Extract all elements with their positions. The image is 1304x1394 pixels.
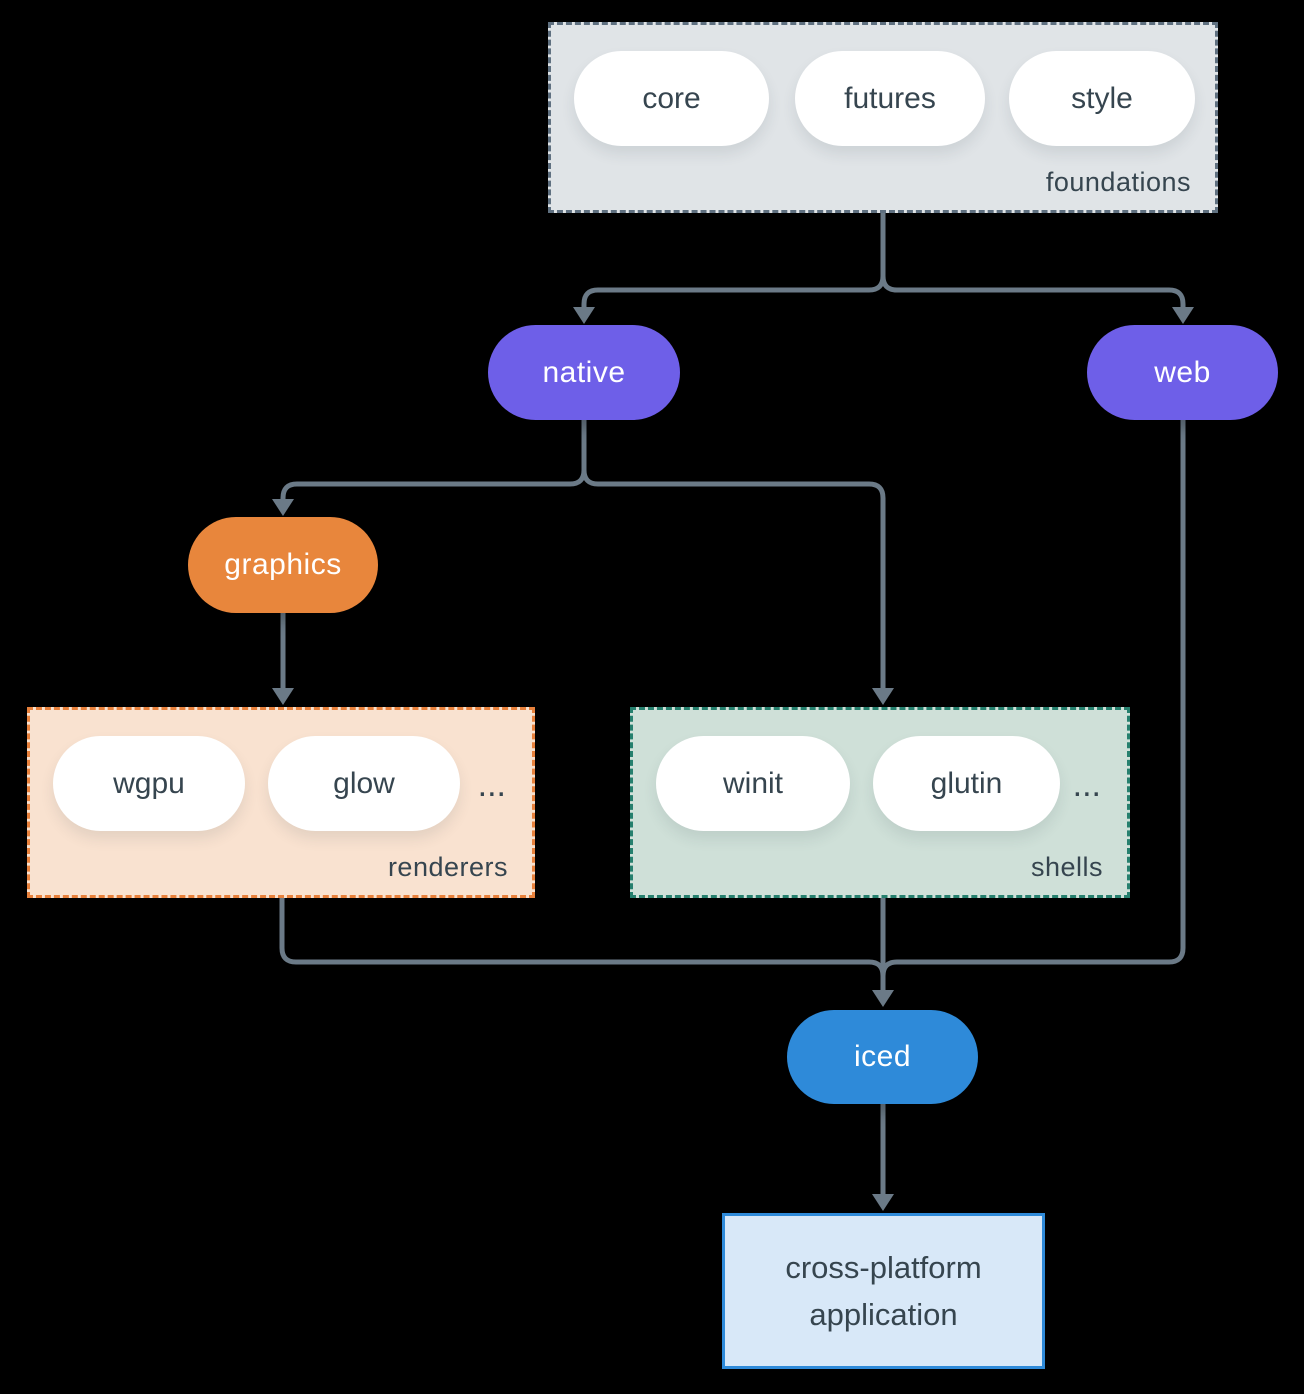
group-shells-label: shells: [1030, 852, 1103, 882]
node-glutin-label: glutin: [930, 766, 1003, 800]
node-glutin: glutin: [873, 736, 1060, 831]
edge-foundations-web: [880, 275, 1186, 309]
group-foundations-label: foundations: [1045, 167, 1191, 197]
node-iced-label: iced: [853, 1040, 912, 1073]
application-label-line2: application: [809, 1297, 958, 1332]
edge-native-shells: [581, 469, 886, 690]
edge-native-graphics: [280, 469, 587, 501]
group-renderers: wgpu glow ... renderers: [27, 707, 535, 898]
group-shells: winit glutin ... shells: [630, 707, 1130, 898]
node-style: style: [1009, 51, 1195, 146]
group-renderers-label: renderers: [387, 852, 508, 882]
node-graphics: graphics: [188, 517, 378, 613]
arrowheads: [272, 307, 1194, 1211]
edge-renderers-merge: [279, 898, 886, 977]
node-wgpu-label: wgpu: [113, 766, 185, 800]
node-graphics-label: graphics: [224, 548, 342, 581]
group-foundations: core futures style foundations: [548, 22, 1218, 213]
edge-foundations-native: [581, 275, 886, 309]
node-futures-label: futures: [844, 81, 936, 115]
node-web-label: web: [1154, 355, 1211, 389]
node-wgpu: wgpu: [53, 736, 245, 831]
node-winit: winit: [656, 736, 850, 831]
node-web: web: [1087, 325, 1278, 420]
node-core: core: [574, 51, 769, 146]
node-style-label: style: [1071, 81, 1133, 115]
node-native-label: native: [542, 355, 626, 389]
node-core-label: core: [642, 81, 701, 115]
shells-ellipsis: ...: [1072, 766, 1101, 804]
node-glow-label: glow: [333, 766, 395, 800]
node-native: native: [488, 325, 680, 420]
renderers-ellipsis: ...: [477, 766, 506, 804]
node-cross-platform-application: cross-platform application: [722, 1213, 1045, 1369]
node-futures: futures: [795, 51, 985, 146]
node-iced: iced: [787, 1010, 978, 1104]
node-glow: glow: [268, 736, 460, 831]
application-label-line1: cross-platform: [785, 1250, 982, 1285]
node-winit-label: winit: [722, 766, 783, 800]
